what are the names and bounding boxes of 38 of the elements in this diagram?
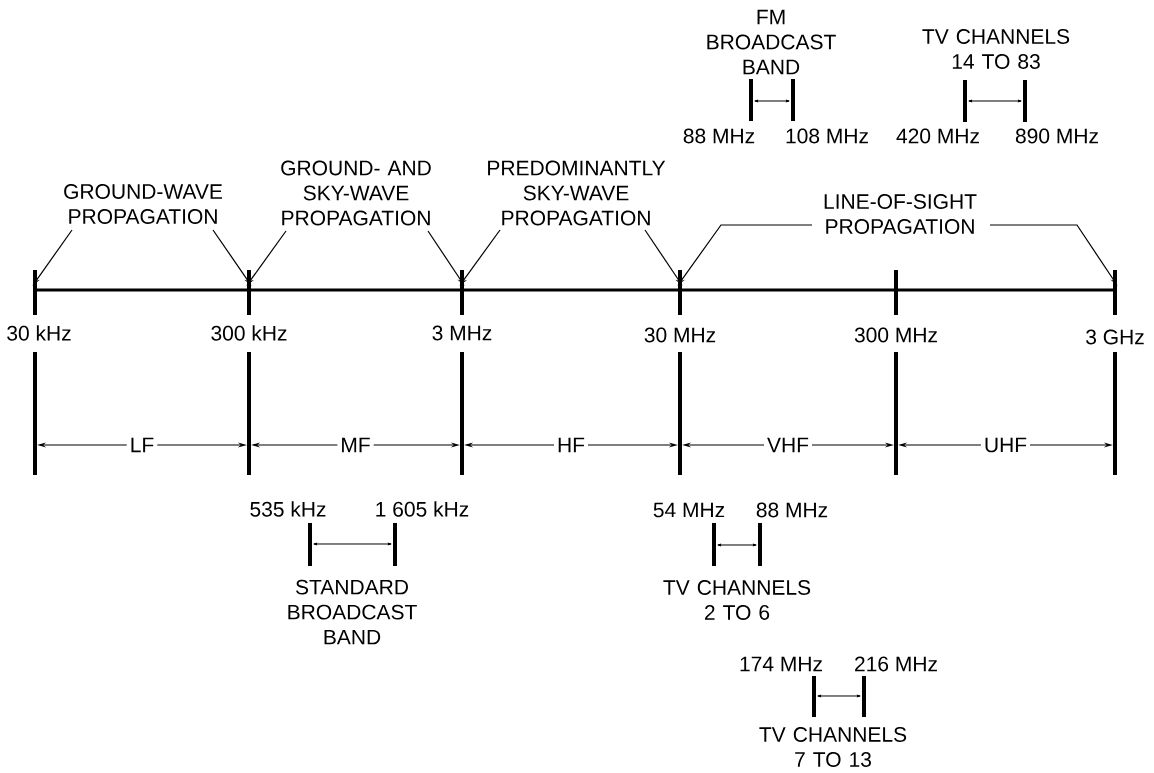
frequency-label: 535 kHz (250, 501, 326, 517)
tick-mark (247, 270, 251, 475)
tick-mark (33, 270, 37, 475)
frequency-label: 420 MHz (896, 128, 979, 144)
frequency-label: 1 605 kHz (376, 501, 469, 517)
band-heading: TV CHANNELS 14 TO 83 (922, 29, 1070, 69)
frequency-label: 3 MHz (432, 325, 492, 341)
frequency-label: 300 MHz (854, 327, 937, 343)
band-label: VHF (764, 434, 812, 456)
band-heading: TV CHANNELS 2 TO 6 (663, 580, 811, 620)
range-arrow (754, 99, 790, 103)
propagation-label: PREDOMINANTLY SKY-WAVE PROPAGATION (488, 160, 666, 226)
frequency-label: 890 MHz (1015, 128, 1098, 144)
range-arrow (817, 694, 861, 698)
frequency-label: 300 kHz (211, 325, 287, 341)
propagation-label: GROUND- AND SKY-WAVE PROPAGATION (281, 160, 431, 226)
range-arrow (968, 99, 1022, 103)
frequency-label: 30 kHz (7, 325, 71, 341)
frequency-label: 216 MHz (855, 656, 937, 672)
frequency-label: 30 MHz (644, 327, 716, 343)
tick-mark (894, 270, 898, 475)
band-heading: TV CHANNELS 7 TO 13 (759, 727, 907, 767)
propagation-label: GROUND-WAVE PROPAGATION (64, 184, 223, 224)
frequency-label: 3 GHz (1086, 329, 1144, 345)
range-arrow (313, 542, 392, 546)
band-label: MF (337, 434, 374, 456)
band-label: UHF (980, 434, 1031, 456)
range-arrow (717, 543, 757, 547)
frequency-label: 174 MHz (740, 656, 822, 672)
band-label: LF (126, 434, 158, 456)
propagation-label: LINE-OF-SIGHT PROPAGATION (824, 194, 977, 234)
frequency-label: 88 MHz (683, 128, 755, 144)
band-heading: STANDARD BROADCAST BAND (288, 579, 417, 645)
frequency-label: 108 MHz (786, 128, 868, 144)
frequency-label: 88 MHz (756, 502, 828, 518)
band-heading: FM BROADCAST BAND (707, 9, 836, 75)
band-label: HF (554, 434, 588, 456)
frequency-label: 54 MHz (653, 502, 725, 518)
